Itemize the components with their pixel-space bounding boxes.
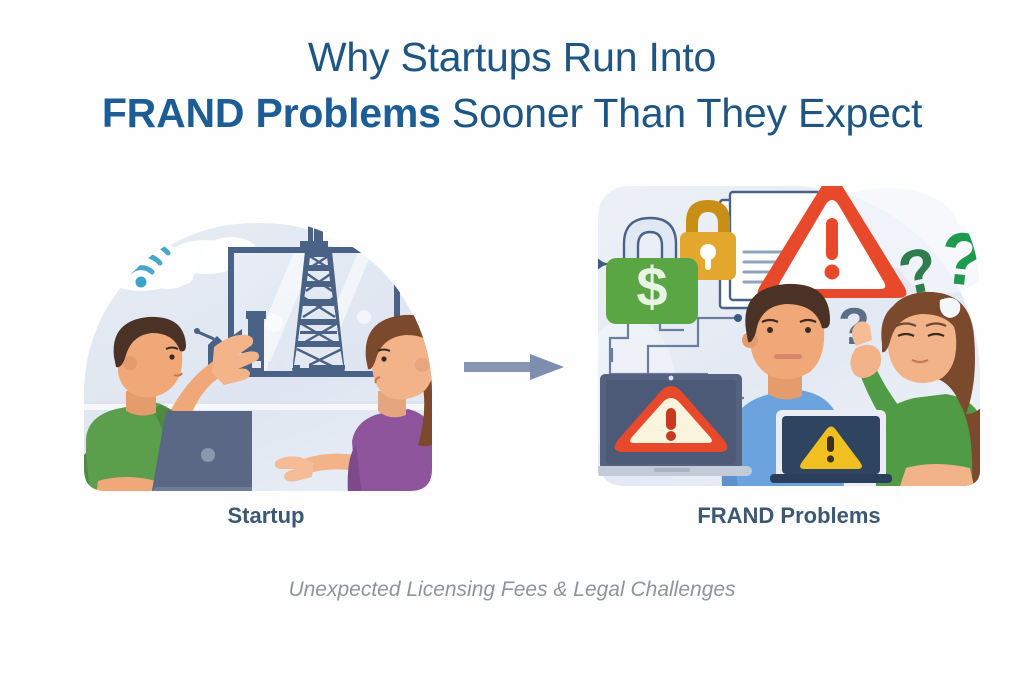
laptop-warning-small-icon	[770, 410, 892, 483]
frand-problems-illustration: $ ? ? ? ?	[588, 178, 990, 495]
title-line-2-rest: Sooner Than They Expect	[440, 90, 923, 137]
frand-scene-svg: $ ? ? ? ?	[598, 186, 990, 486]
right-arrow-icon	[464, 354, 564, 380]
title-line-1: Why Startups Run Into	[307, 34, 717, 80]
padlock-icon	[680, 200, 736, 280]
person-woman-green-shirt	[850, 291, 980, 486]
wifi-cloud-icon	[86, 231, 195, 291]
title-keyword-frand: FRAND Problems	[101, 90, 441, 137]
caption-frand-problems: FRAND Problems	[697, 503, 881, 528]
page-title: Why Startups Run Into FRAND Problems Soo…	[0, 32, 1024, 138]
startup-scene-svg	[84, 219, 432, 492]
right-arrow	[464, 352, 568, 382]
subtitle: Unexpected Licensing Fees & Legal Challe…	[288, 578, 736, 601]
startup-illustration	[56, 205, 456, 495]
laptop-warning-icon	[598, 374, 752, 476]
money-lock-icon: $	[606, 216, 698, 324]
svg-text:?: ?	[936, 215, 990, 302]
warning-triangle-icon	[757, 186, 907, 298]
caption-startup: Startup	[227, 503, 305, 528]
laptop-icon	[148, 411, 252, 492]
title-line-2: FRAND Problems Sooner Than They Expect	[0, 88, 1024, 138]
svg-text:$: $	[636, 255, 667, 318]
telecom-tower-icon	[292, 219, 345, 373]
